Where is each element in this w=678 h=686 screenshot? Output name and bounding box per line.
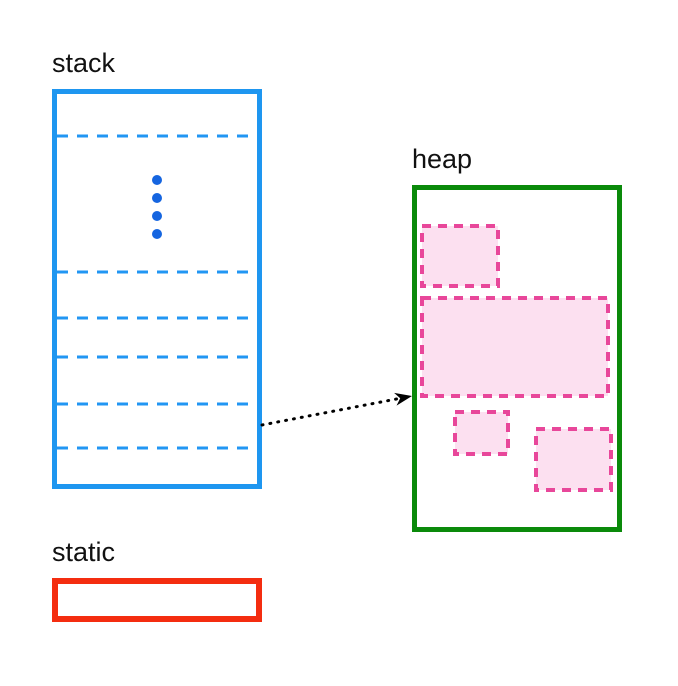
stack-ellipsis-dot-3 — [152, 211, 162, 221]
stack-to-heap-arrow — [260, 392, 412, 427]
heap-allocated-blocks — [420, 224, 613, 492]
heap-block-2[interactable] — [420, 296, 610, 398]
heap-region: heap — [412, 144, 622, 532]
heap-block-1[interactable] — [420, 224, 500, 288]
pointer-arrow-head — [394, 392, 412, 406]
stack-box[interactable] — [52, 89, 262, 489]
stack-ellipsis-dot-4 — [152, 229, 162, 239]
stack-region: stack — [52, 48, 262, 489]
heap-block-4[interactable] — [534, 427, 613, 492]
heap-label: heap — [412, 144, 472, 174]
heap-block-3[interactable] — [453, 410, 510, 456]
stack-ellipsis-dots — [152, 175, 162, 239]
stack-label: stack — [52, 48, 116, 78]
pointer-arrow-line — [260, 397, 400, 427]
stack-frame-dividers — [57, 134, 257, 450]
stack-ellipsis-dot-1 — [152, 175, 162, 185]
static-box[interactable] — [52, 578, 262, 622]
stack-ellipsis-dot-2 — [152, 193, 162, 203]
static-label: static — [52, 537, 115, 567]
static-region: static — [52, 537, 262, 622]
